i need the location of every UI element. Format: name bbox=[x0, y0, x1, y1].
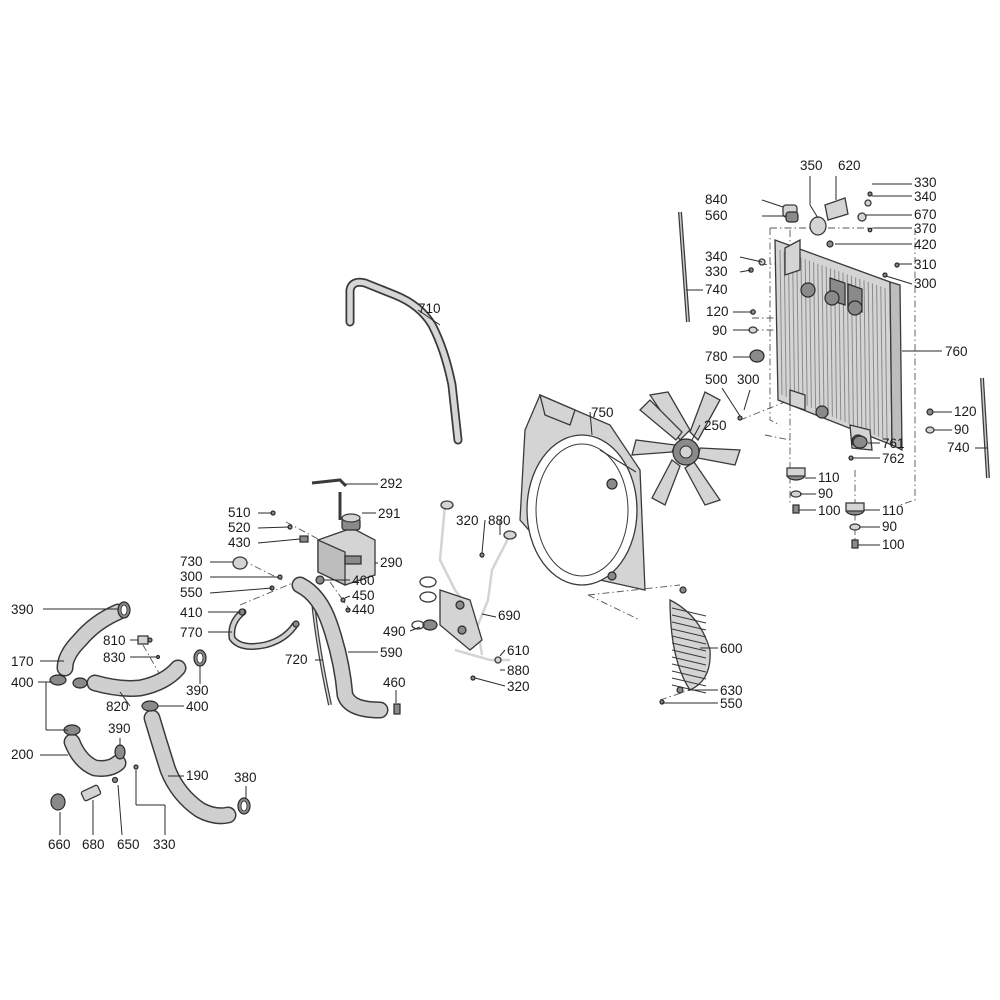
callout-110: 110 bbox=[882, 503, 904, 518]
hose-590 bbox=[291, 576, 401, 719]
callout-730: 730 bbox=[180, 554, 203, 569]
callout-170: 170 bbox=[11, 654, 34, 669]
callout-250: 250 bbox=[704, 418, 727, 433]
callout-760: 760 bbox=[945, 344, 968, 359]
callout-90: 90 bbox=[954, 422, 970, 437]
callout-560: 560 bbox=[705, 208, 728, 223]
callout-590: 590 bbox=[380, 645, 403, 660]
callout-600: 600 bbox=[720, 641, 743, 656]
hose-170 bbox=[56, 601, 131, 677]
callout-110: 110 bbox=[818, 470, 840, 485]
callout-90: 90 bbox=[712, 323, 728, 338]
callout-350: 350 bbox=[800, 158, 823, 173]
callout-320: 320 bbox=[456, 513, 479, 528]
callout-750: 750 bbox=[591, 405, 614, 420]
callout-770: 770 bbox=[180, 625, 203, 640]
callout-120: 120 bbox=[706, 304, 729, 319]
callout-290: 290 bbox=[380, 555, 403, 570]
callout-650: 650 bbox=[117, 837, 140, 852]
callout-330: 330 bbox=[153, 837, 176, 852]
callout-740: 740 bbox=[705, 282, 728, 297]
expansion-tank-290 bbox=[232, 478, 376, 613]
callout-90: 90 bbox=[818, 486, 834, 501]
hose-820 bbox=[49, 635, 207, 697]
callout-710: 710 bbox=[418, 301, 441, 316]
callout-550: 550 bbox=[720, 696, 743, 711]
callout-670: 670 bbox=[914, 207, 937, 222]
callout-400: 400 bbox=[11, 675, 34, 690]
small-fittings bbox=[50, 764, 139, 811]
callout-550: 550 bbox=[180, 585, 203, 600]
radiator-hardware bbox=[737, 191, 935, 549]
callout-100: 100 bbox=[882, 537, 905, 552]
callout-380: 380 bbox=[234, 770, 257, 785]
handle-bar-710 bbox=[345, 277, 463, 445]
fan-250 bbox=[631, 391, 741, 506]
callout-500: 500 bbox=[705, 372, 728, 387]
rod-740-left bbox=[678, 211, 690, 323]
callout-460: 460 bbox=[383, 675, 406, 690]
callout-90: 90 bbox=[882, 519, 898, 534]
radiator-core-fins bbox=[779, 249, 888, 441]
callout-610: 610 bbox=[507, 643, 530, 658]
callout-761: 761 bbox=[882, 436, 905, 451]
callout-120: 120 bbox=[954, 404, 977, 419]
callout-440: 440 bbox=[352, 602, 375, 617]
callout-330: 330 bbox=[705, 264, 728, 279]
callout-330: 330 bbox=[914, 175, 937, 190]
leader-lines bbox=[38, 176, 987, 836]
callout-310: 310 bbox=[914, 257, 937, 272]
callout-450: 450 bbox=[352, 588, 375, 603]
callout-880: 880 bbox=[488, 513, 511, 528]
callout-520: 520 bbox=[228, 520, 251, 535]
callout-200: 200 bbox=[11, 747, 34, 762]
callout-720: 720 bbox=[285, 652, 308, 667]
callout-430: 430 bbox=[228, 535, 251, 550]
callout-100: 100 bbox=[818, 503, 841, 518]
callout-410: 410 bbox=[180, 605, 203, 620]
hose-770 bbox=[228, 608, 300, 650]
callout-300: 300 bbox=[737, 372, 760, 387]
callout-820: 820 bbox=[106, 699, 129, 714]
callout-762: 762 bbox=[882, 451, 905, 466]
callout-630: 630 bbox=[720, 683, 743, 698]
callout-320: 320 bbox=[507, 679, 530, 694]
callout-680: 680 bbox=[82, 837, 105, 852]
callout-300: 300 bbox=[914, 276, 937, 291]
callout-830: 830 bbox=[103, 650, 126, 665]
fan-guard-600 bbox=[659, 586, 711, 705]
callout-660: 660 bbox=[48, 837, 71, 852]
callout-510: 510 bbox=[228, 505, 251, 520]
callout-690: 690 bbox=[498, 608, 521, 623]
callout-780: 780 bbox=[705, 349, 728, 364]
callout-620: 620 bbox=[838, 158, 861, 173]
callout-292: 292 bbox=[380, 476, 403, 491]
callout-390: 390 bbox=[108, 721, 131, 736]
callout-880: 880 bbox=[507, 663, 530, 678]
callout-370: 370 bbox=[914, 221, 937, 236]
callout-490: 490 bbox=[383, 624, 406, 639]
callout-810: 810 bbox=[103, 633, 126, 648]
radiator-760 bbox=[774, 238, 903, 452]
callout-840: 840 bbox=[705, 192, 728, 207]
callout-340: 340 bbox=[705, 249, 728, 264]
hose-200 bbox=[63, 724, 127, 777]
callout-340: 340 bbox=[914, 189, 937, 204]
callout-390: 390 bbox=[186, 683, 209, 698]
fan-shroud-750 bbox=[519, 393, 646, 591]
callout-740: 740 bbox=[947, 440, 970, 455]
rod-740-right bbox=[980, 377, 990, 479]
callout-390: 390 bbox=[11, 602, 34, 617]
callout-190: 190 bbox=[186, 768, 209, 783]
callout-420: 420 bbox=[914, 237, 937, 252]
callout-400: 400 bbox=[186, 699, 209, 714]
callout-460: 460 bbox=[352, 573, 375, 588]
callout-291: 291 bbox=[378, 506, 401, 521]
callout-300: 300 bbox=[180, 569, 203, 584]
